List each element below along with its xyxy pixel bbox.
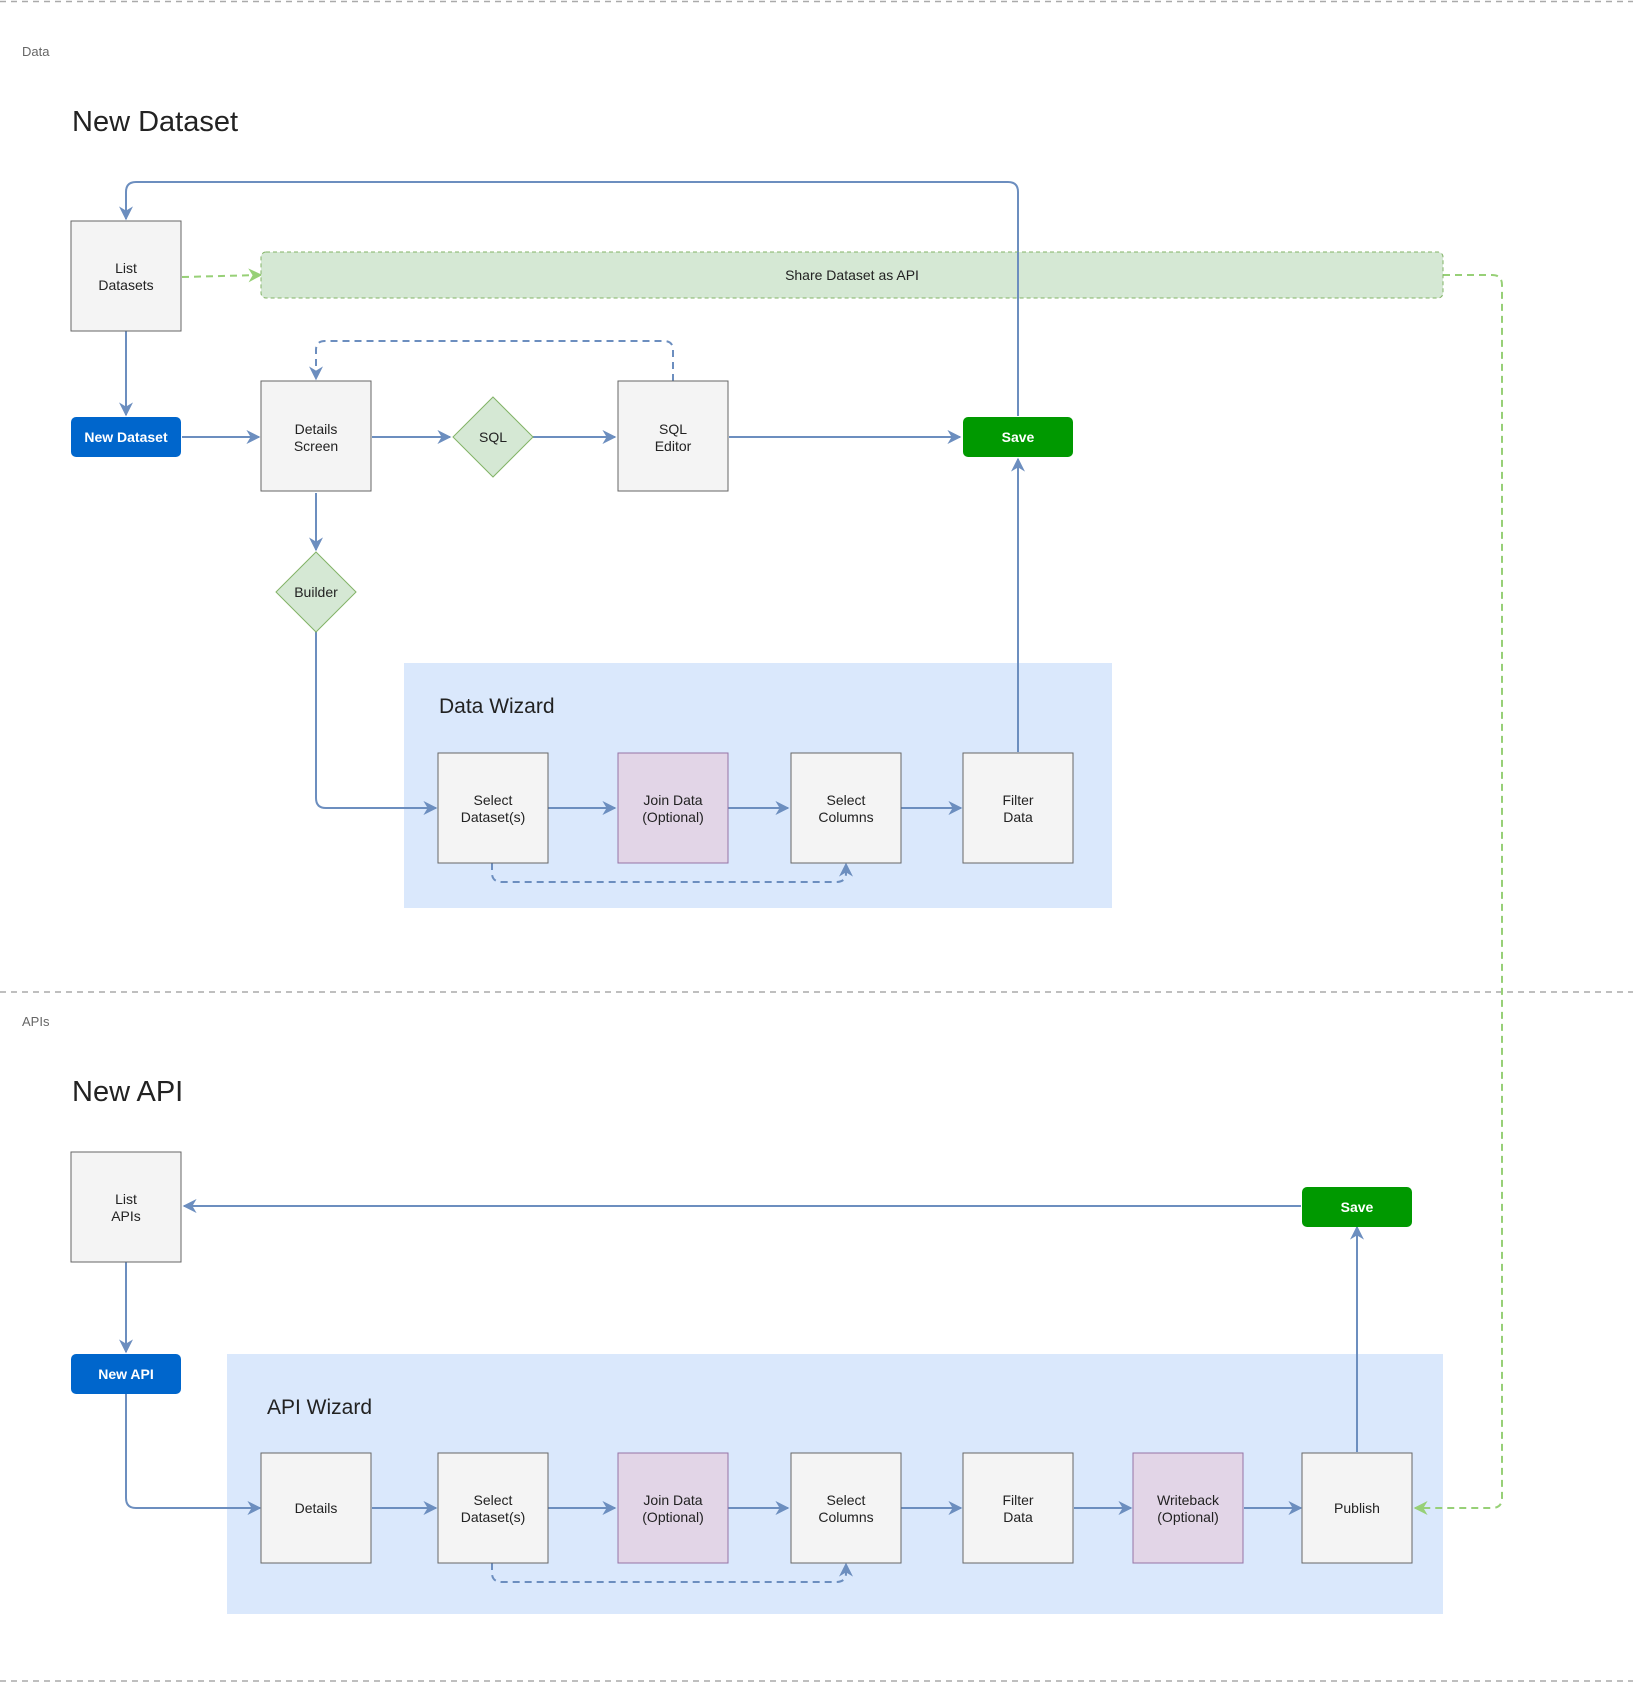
api-wizard-title: API Wizard <box>267 1396 372 1419</box>
edge-aw-select-datasets-to-select-columns <box>491 1562 853 1583</box>
dw-select-columns-node[interactable]: Select Columns <box>790 752 902 864</box>
save-api-button[interactable]: Save <box>1302 1187 1412 1227</box>
save-dataset-button-label: Save <box>1002 429 1035 445</box>
aw-publish-node[interactable]: Publish <box>1301 1452 1413 1564</box>
sql-editor-node[interactable]: SQL Editor <box>617 380 729 492</box>
builder-decision-node[interactable]: Builder <box>275 551 357 633</box>
dw-select-datasets-label-line1: Select <box>474 792 513 808</box>
sql-decision-node[interactable]: SQL <box>452 396 534 478</box>
dw-filter-data-node[interactable]: Filter Data <box>962 752 1074 864</box>
aw-writeback-node[interactable]: Writeback (Optional) <box>1132 1452 1244 1564</box>
aw-select-columns-label-line2: Columns <box>818 1509 873 1525</box>
lane-label-apis: APIs <box>22 1014 50 1029</box>
aw-writeback-label-line2: (Optional) <box>1157 1509 1218 1525</box>
aw-select-columns-node[interactable]: Select Columns <box>790 1452 902 1564</box>
sql-editor-label-line2: Editor <box>655 438 692 454</box>
aw-details-label: Details <box>295 1500 338 1516</box>
details-screen-label-line1: Details <box>295 421 338 437</box>
dw-select-columns-label-line2: Columns <box>818 809 873 825</box>
list-datasets-label-line1: List <box>115 260 137 276</box>
aw-filter-data-label-line1: Filter <box>1002 1492 1033 1508</box>
aw-details-node[interactable]: Details <box>260 1452 372 1564</box>
share-dataset-as-api-label: Share Dataset as API <box>785 267 919 283</box>
new-api-button-label: New API <box>98 1366 154 1382</box>
new-dataset-button[interactable]: New Dataset <box>71 417 181 457</box>
dw-select-datasets-node[interactable]: Select Dataset(s) <box>437 752 549 864</box>
list-datasets-label-line2: Datasets <box>98 277 153 293</box>
sql-decision-label: SQL <box>479 429 507 445</box>
builder-decision-label: Builder <box>294 584 338 600</box>
aw-filter-data-label-line2: Data <box>1003 1509 1033 1525</box>
dw-join-data-label-line1: Join Data <box>643 792 702 808</box>
edge-list-datasets-to-share <box>181 268 263 283</box>
aw-select-datasets-label-line1: Select <box>474 1492 513 1508</box>
data-wizard-title: Data Wizard <box>439 695 555 718</box>
dw-select-datasets-label-line2: Dataset(s) <box>461 809 526 825</box>
list-apis-label-line1: List <box>115 1191 137 1207</box>
details-screen-node[interactable]: Details Screen <box>260 380 372 492</box>
dw-select-columns-label-line1: Select <box>827 792 866 808</box>
edge-new-api-to-aw-details <box>125 1393 262 1515</box>
aw-join-data-node[interactable]: Join Data (Optional) <box>617 1452 729 1564</box>
dw-filter-data-label-line1: Filter <box>1002 792 1033 808</box>
aw-select-datasets-label-line2: Dataset(s) <box>461 1509 526 1525</box>
aw-filter-data-node[interactable]: Filter Data <box>962 1452 1074 1564</box>
aw-publish-label: Publish <box>1334 1500 1380 1516</box>
aw-join-data-label-line1: Join Data <box>643 1492 702 1508</box>
save-dataset-button[interactable]: Save <box>963 417 1073 457</box>
edge-sql-editor-to-details-screen <box>309 340 674 381</box>
details-screen-label-line2: Screen <box>294 438 338 454</box>
list-datasets-node[interactable]: List Datasets <box>70 220 182 332</box>
section-title-new-dataset: New Dataset <box>72 106 238 138</box>
aw-select-datasets-node[interactable]: Select Dataset(s) <box>437 1452 549 1564</box>
edges-layer <box>119 181 1503 1583</box>
edge-dw-select-datasets-to-select-columns <box>491 862 853 883</box>
aw-select-columns-label-line1: Select <box>827 1492 866 1508</box>
save-api-button-label: Save <box>1341 1199 1374 1215</box>
sql-editor-label-line1: SQL <box>659 421 687 437</box>
edge-builder-to-dw-select-datasets <box>315 632 438 815</box>
dw-join-data-node[interactable]: Join Data (Optional) <box>617 752 729 864</box>
section-title-new-api: New API <box>72 1076 183 1108</box>
share-dataset-as-api-node[interactable]: Share Dataset as API <box>260 251 1444 299</box>
edge-share-to-publish <box>1413 274 1503 1515</box>
new-dataset-button-label: New Dataset <box>84 429 168 445</box>
lane-label-data: Data <box>22 44 50 59</box>
dw-filter-data-label-line2: Data <box>1003 809 1033 825</box>
aw-join-data-label-line2: (Optional) <box>642 1509 703 1525</box>
list-apis-label-line2: APIs <box>111 1208 141 1224</box>
edge-save-to-list-datasets <box>119 181 1019 416</box>
dw-join-data-label-line2: (Optional) <box>642 809 703 825</box>
aw-writeback-label-line1: Writeback <box>1157 1492 1220 1508</box>
new-api-button[interactable]: New API <box>71 1354 181 1394</box>
list-apis-node[interactable]: List APIs <box>70 1151 182 1263</box>
